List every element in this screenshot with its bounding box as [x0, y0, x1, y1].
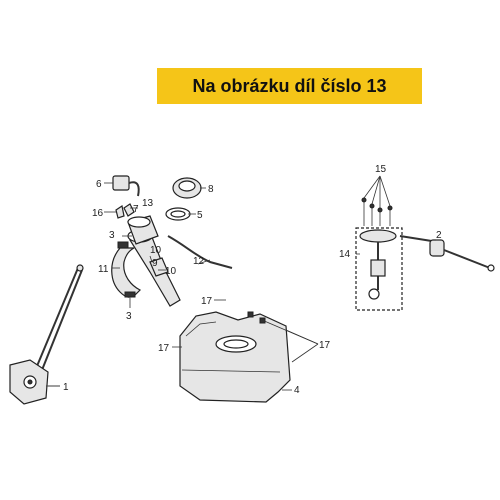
callout-13: 13: [142, 198, 154, 209]
fuel-line-part-2: [429, 239, 495, 272]
callout-17: 17: [201, 296, 213, 307]
fuel-cap-part-8: [172, 177, 202, 199]
callout-9: 9: [152, 258, 158, 269]
part-number-banner: Na obrázku díl číslo 13: [157, 68, 422, 104]
clip-part-7: [123, 203, 135, 217]
clip-part-16: [115, 205, 125, 219]
callout-leader-lines: [48, 175, 440, 391]
callout-6: 6: [96, 179, 102, 190]
callout-7: 7: [133, 204, 139, 215]
filler-cap-part-13: [127, 215, 159, 245]
callout-2: 2: [436, 230, 442, 241]
callout-12: 12: [193, 256, 205, 267]
callout-10: 10: [150, 245, 162, 256]
seal-ring-part-5: [165, 207, 191, 221]
callout-3: 3: [126, 311, 132, 322]
screws-part-15: [361, 197, 393, 226]
callout-15: 15: [375, 164, 387, 175]
callout-16: 16: [92, 208, 104, 219]
callout-1: 1: [63, 382, 69, 393]
fuel-hose-part-11: [111, 241, 142, 298]
callout-17: 17: [158, 343, 170, 354]
callout-3: 3: [109, 230, 115, 241]
fuel-valve-part-1: [9, 264, 84, 405]
fuel-pump-part-14: [355, 227, 439, 311]
callout-10: 10: [165, 266, 177, 277]
callout-17: 17: [319, 340, 331, 351]
callout-5: 5: [197, 210, 203, 221]
callout-11: 11: [98, 264, 109, 275]
breather-hose-part-12: [167, 235, 233, 269]
callout-4: 4: [294, 385, 300, 396]
callout-14: 14: [339, 249, 351, 260]
callout-8: 8: [208, 184, 214, 195]
fuel-tank-part-4: [179, 311, 291, 403]
banner-text: Na obrázku díl číslo 13: [192, 75, 387, 96]
sensor-part-6: [112, 175, 140, 197]
